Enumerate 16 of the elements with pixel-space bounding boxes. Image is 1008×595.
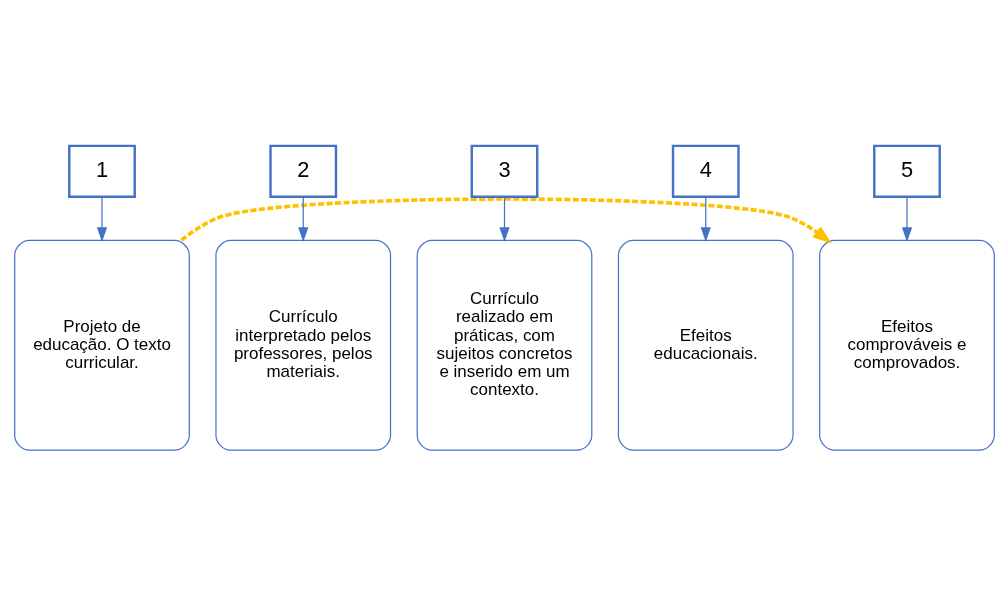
node-box: Projeto de educação. O texto curricular. (13, 239, 190, 451)
arrow (96, 196, 107, 242)
node-box: 5 (872, 144, 941, 198)
arrow (901, 196, 912, 242)
node-box: 2 (268, 144, 337, 198)
arrow (700, 196, 711, 242)
node-box: Efeitos educacionais. (617, 239, 794, 451)
arrow (498, 196, 510, 242)
node-box: 4 (671, 144, 740, 198)
arrow (297, 196, 308, 242)
arrow (179, 196, 832, 244)
node-box: Efeitos comprováveis e comprovados. (818, 239, 995, 451)
node-box: 3 (470, 144, 538, 198)
node-box: Currículo interpretado pelos professores, pelos materiais. (214, 239, 391, 451)
node-box: Currículo realizado em práticas, com sujeitos concretos e inserido em um contexto. (416, 239, 592, 451)
node-box: 1 (67, 144, 136, 198)
